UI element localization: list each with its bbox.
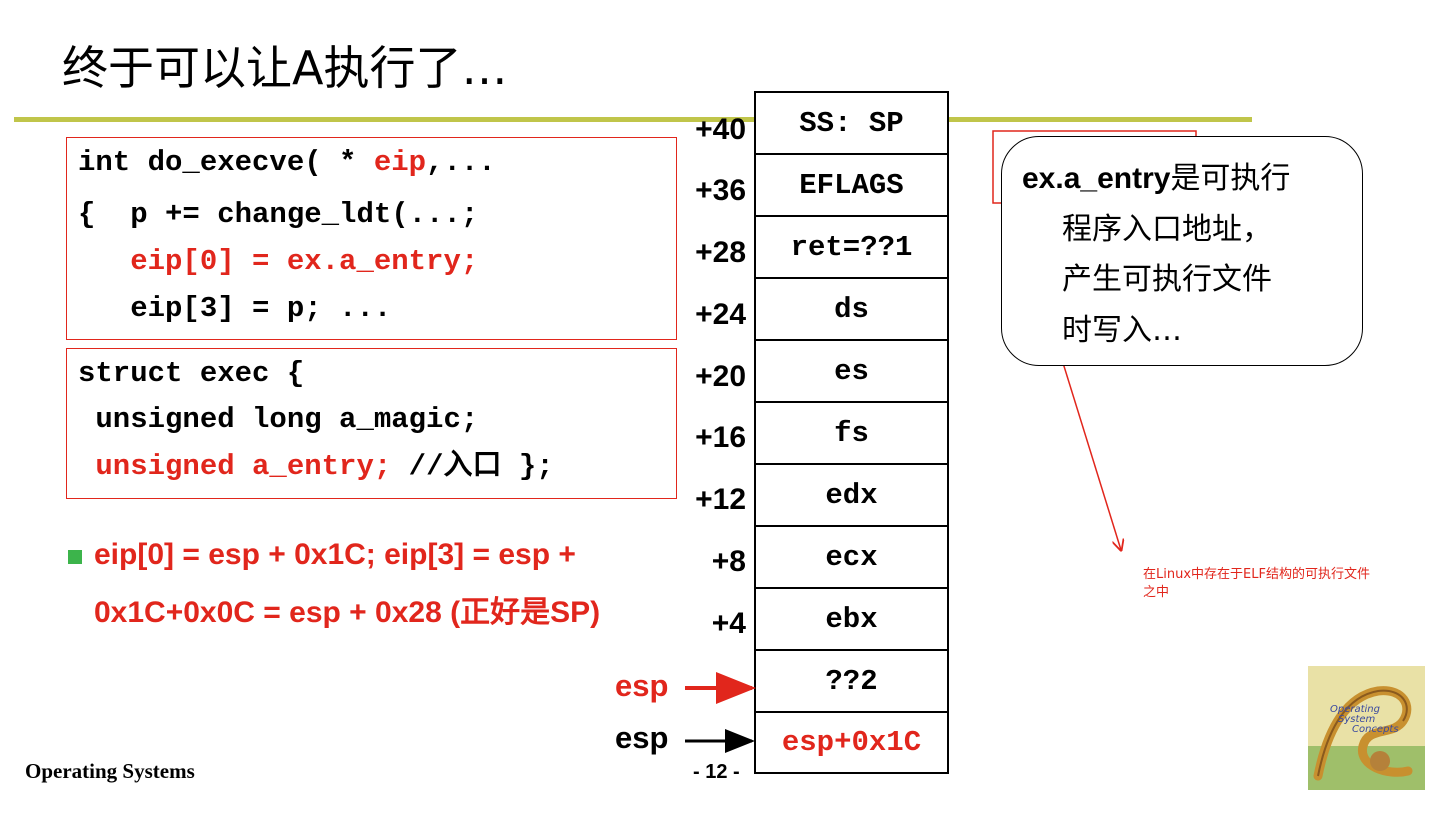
offset-label: +4 [711,607,746,640]
svg-text:System: System [1338,714,1376,725]
code-line-2: unsigned long a_magic; [78,403,479,436]
code-line-3: unsigned a_entry; //入口 }; [78,450,554,483]
stack-cell-es: es [754,339,949,403]
code-box-struct-exec: struct exec { unsigned long a_magic; uns… [66,348,677,499]
stack-cell-ebx: ebx [754,587,949,651]
offset-label: +40 [695,113,746,146]
stack-cell-ecx: ecx [754,525,949,589]
stack-cell-esp-0x1c: esp+0x1C [754,711,949,774]
entry-callout [1001,136,1363,366]
offset-label: +12 [695,483,746,516]
callout-line-1: ex.a_entry是可执行 [1022,154,1290,204]
footer-page-number: - 12 - [693,761,740,783]
offset-label: +8 [711,545,746,578]
code-text: //入口 }; [391,450,554,483]
stack-cell-ds: ds [754,277,949,341]
code-line-3: eip[0] = ex.a_entry; [78,245,479,278]
svg-text:Operating: Operating [1330,704,1380,715]
callout-bold-term: ex.a_entry [1022,162,1171,195]
offset-label: +16 [695,421,746,454]
code-box-do-execve: int do_execve( * eip,... { p += change_l… [66,137,677,340]
code-line-4: eip[3] = p; ... [78,292,392,325]
operating-system-concepts-book-icon: Operating System Concepts [1308,666,1425,790]
title-underline-bar [14,117,1252,122]
stack-cell-eflags: EFLAGS [754,153,949,217]
bullet-square-icon [68,550,82,564]
code-line-1: struct exec { [78,357,305,390]
bullet-line-1: eip[0] = esp + 0x1C; eip[3] = esp + [94,538,576,571]
annotation-line-1: 在Linux中存在于ELF结构的可执行文件 [1143,567,1370,582]
stack-cell-fs: fs [754,401,949,465]
stack-cell-ret2: ??2 [754,649,949,713]
callout-line-2: 程序入口地址， [1062,212,1272,247]
code-line-2: { p += change_ldt(...; [78,198,479,231]
code-text: ,... [426,146,496,179]
callout-text: 是可执行 [1170,161,1291,196]
code-line-1: int do_execve( * eip,... [78,148,496,178]
code-text: int do_execve( * [78,146,374,179]
kernel-stack: SS: SP EFLAGS ret=??1 ds es fs edx ecx e… [754,91,949,774]
annotation-note: 在Linux中存在于ELF结构的可执行文件 之中 [1143,566,1370,602]
offset-label: +36 [695,174,746,207]
callout-line-4: 时写入… [1062,313,1182,348]
callout-line-3: 产生可执行文件 [1062,262,1272,297]
esp-label-red: esp [615,668,669,703]
code-highlight-a-entry: unsigned a_entry; [78,450,392,483]
esp-label-black: esp [615,720,669,755]
footer-course-name: Operating Systems [25,759,195,783]
offset-label: +24 [695,298,746,331]
bullet-line-2: 0x1C+0x0C = esp + 0x28 (正好是SP) [94,596,601,629]
annotation-line-2: 之中 [1143,585,1170,600]
offset-label: +20 [695,360,746,393]
svg-text:Concepts: Concepts [1352,724,1399,735]
slide-title: 终于可以让A执行了… [62,41,508,95]
code-highlight-eip: eip [373,146,427,179]
offset-label: +28 [695,236,746,269]
